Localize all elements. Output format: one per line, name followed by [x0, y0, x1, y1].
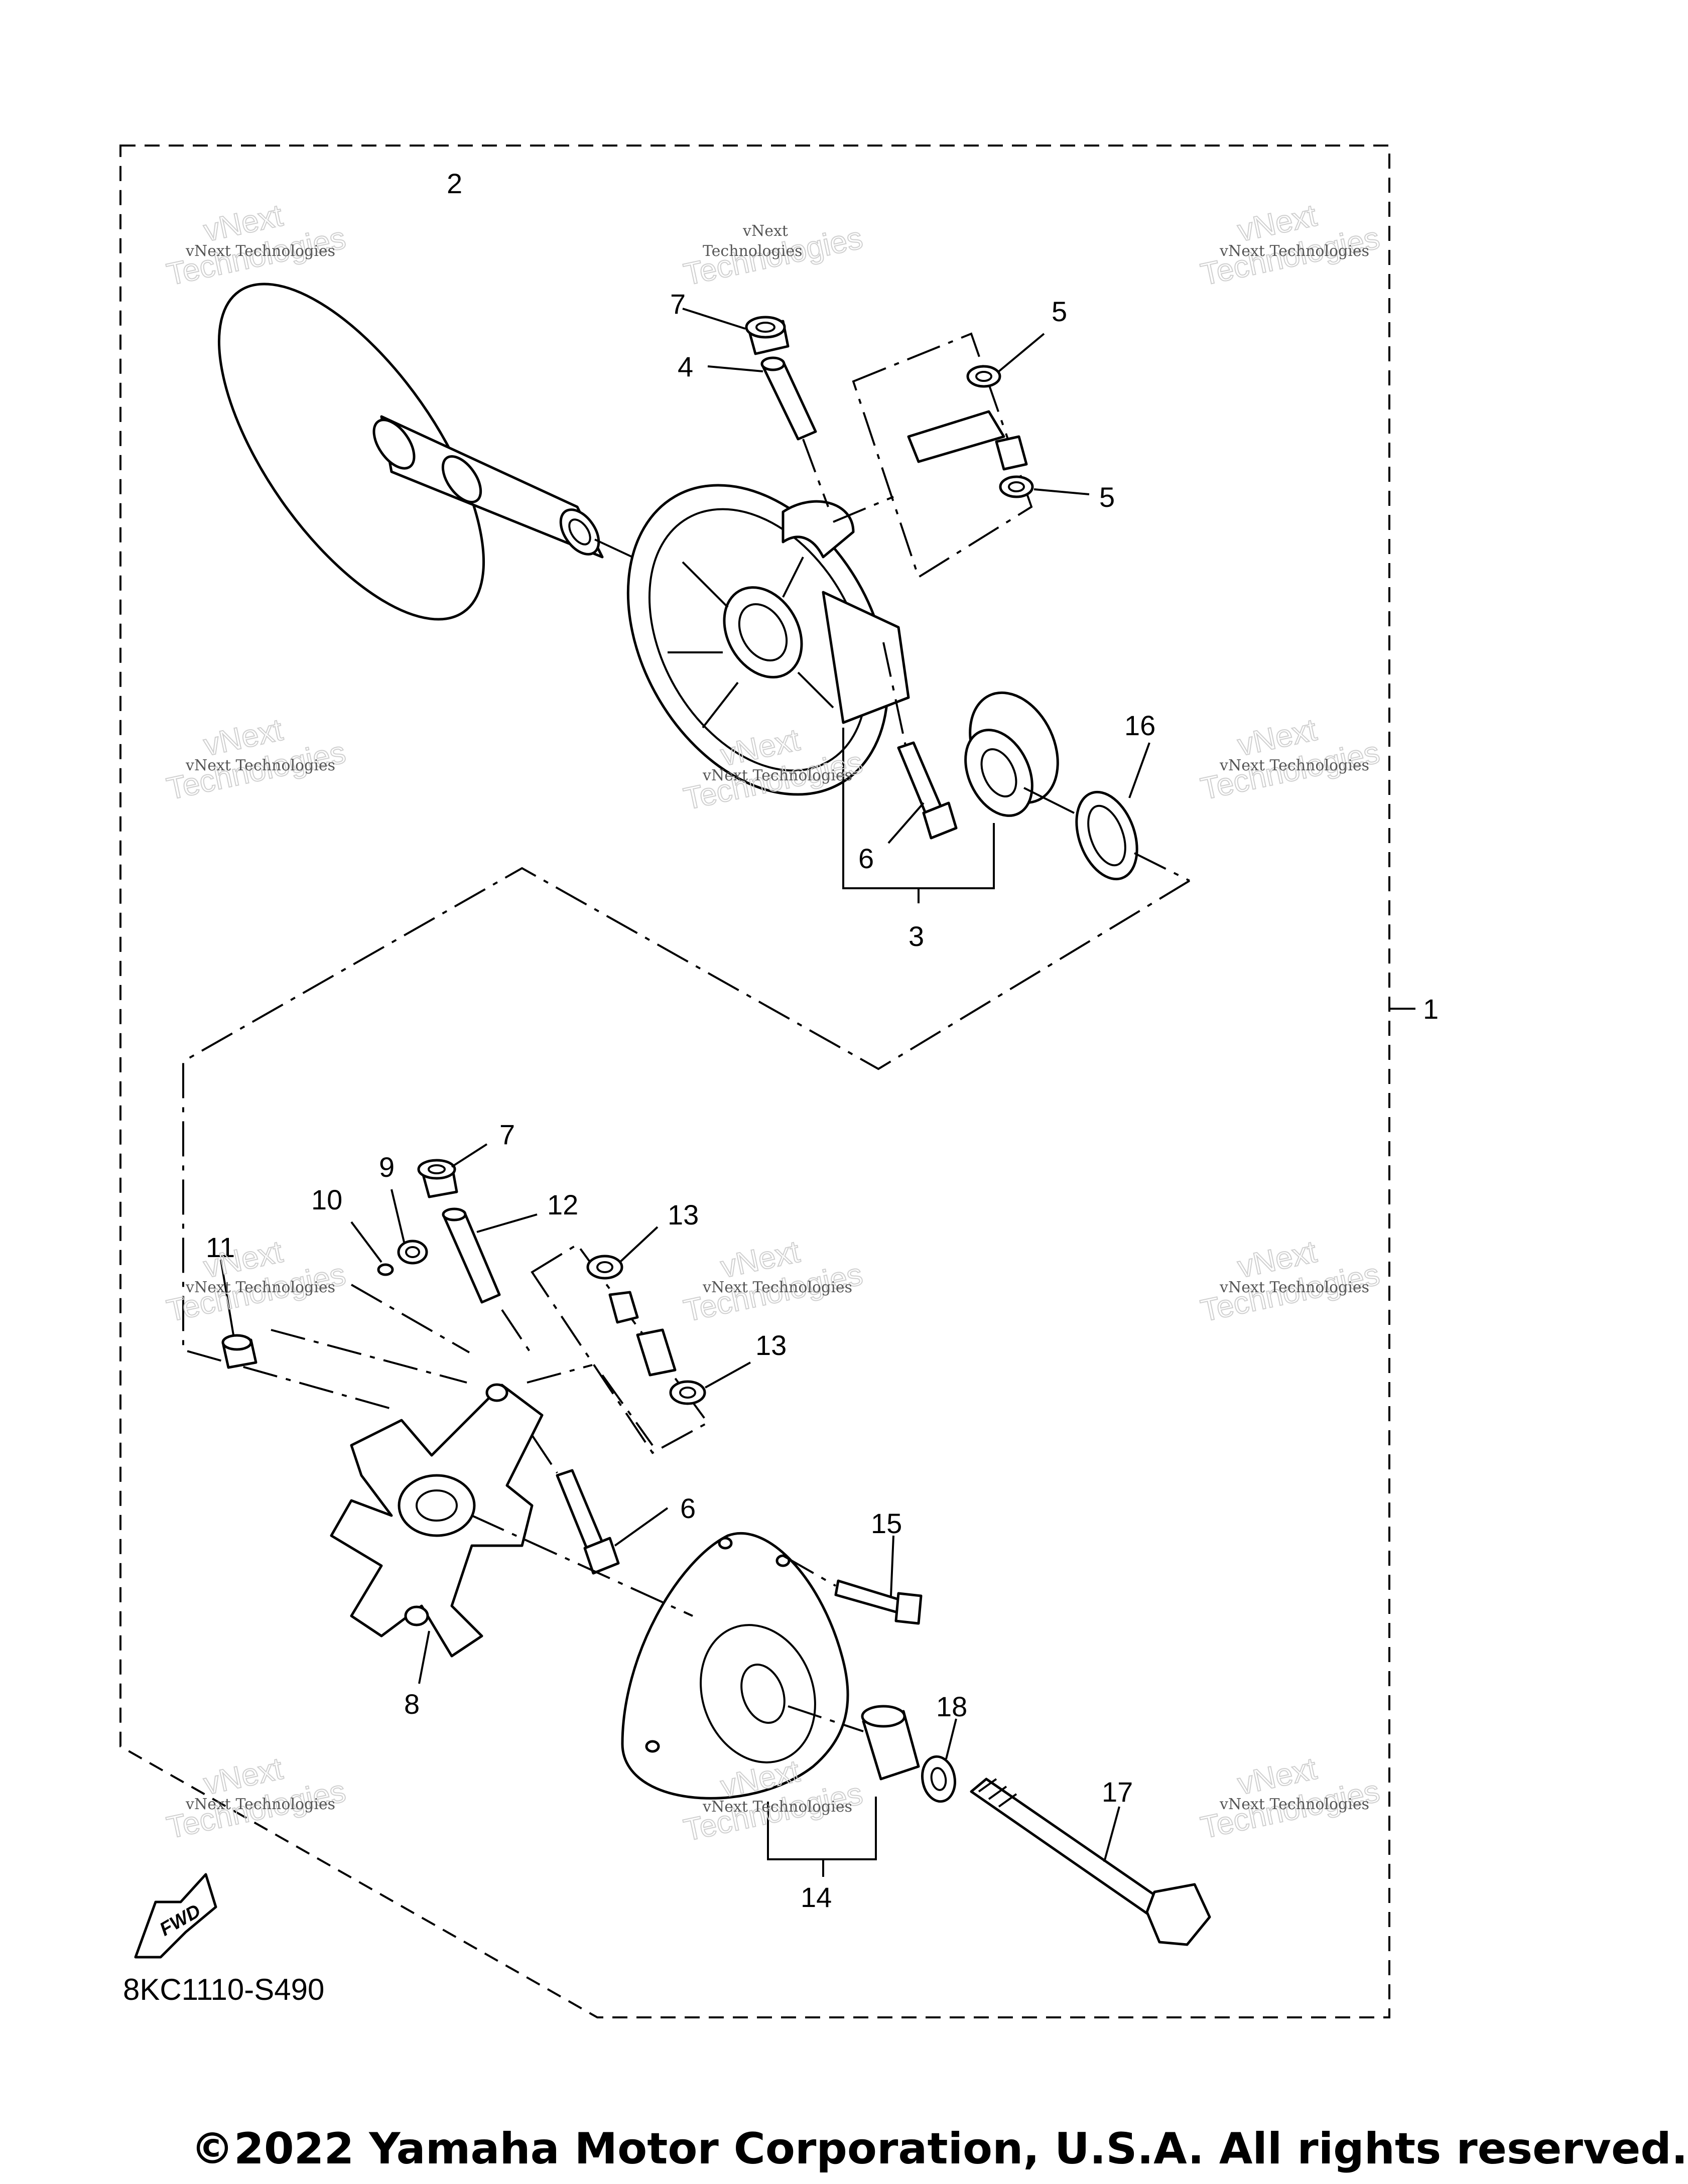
link-outline	[182, 867, 1191, 1411]
washer-part-5-lower	[999, 475, 1034, 498]
callout-16: 16	[1124, 710, 1155, 741]
exploded-parts-diagram: FWD 1 2 3 4 5 5 6 6 7 7 8 9 10 11 12 13 …	[119, 145, 1439, 2018]
callout-7-upper: 7	[670, 288, 686, 320]
callout-3: 3	[908, 920, 924, 952]
bolt-part-6-lower	[556, 1469, 620, 1575]
watermark-row-4: Technologies vNext vNext Technologies Te…	[163, 1751, 1383, 1849]
watermark-row-1: Technologies vNext vNext Technologies Te…	[163, 198, 1383, 293]
nut-part-7-lower	[417, 1159, 458, 1198]
callout-10: 10	[311, 1184, 342, 1215]
watermark-text: vNext	[742, 222, 788, 240]
copyright-notice: ©2022 Yamaha Motor Corporation, U.S.A. A…	[191, 2124, 1688, 2174]
bearing-part-3	[964, 691, 1059, 817]
bolt-part-15	[834, 1579, 923, 1625]
collar-part-9	[397, 1240, 428, 1265]
washer-part-13-lower	[669, 1380, 706, 1405]
o-ring-part-10	[377, 1263, 394, 1276]
watermark-text: vNext Technologies	[1219, 1796, 1369, 1813]
bushing-part-11	[221, 1334, 257, 1369]
parts-diagram-page: FWD 1 2 3 4 5 5 6 6 7 7 8 9 10 11 12 13 …	[119, 145, 1688, 2174]
watermark-text: vNext Technologies	[1219, 242, 1369, 260]
bolt-part-6-upper	[897, 741, 958, 840]
callout-13-lower: 13	[755, 1329, 787, 1361]
sliding-sheave-part-3	[626, 484, 910, 796]
watermark-text: vNext Technologies	[702, 1798, 852, 1816]
spider-part-8	[330, 1383, 544, 1658]
collar-part-4	[760, 356, 817, 441]
fixed-sheave-part-2	[218, 283, 604, 621]
washer-part-18	[921, 1755, 956, 1803]
watermark-text: vNext Technologies	[1219, 757, 1369, 774]
watermark-text: vNext Technologies	[1219, 1279, 1369, 1296]
callout-14: 14	[801, 1881, 832, 1913]
watermark-text: vNext Technologies	[702, 767, 852, 784]
callout-5-lower: 5	[1099, 481, 1115, 513]
nut-part-7-upper	[745, 316, 790, 355]
callout-2: 2	[447, 168, 462, 199]
collar-part-12	[442, 1207, 501, 1304]
watermark-text: Technologies	[703, 242, 803, 260]
watermark-row-2: Technologies vNext vNext Technologies Te…	[163, 712, 1383, 817]
diagram-code: 8KC1110-S490	[123, 1973, 324, 2006]
watermark-text: vNext Technologies	[185, 1796, 335, 1813]
slider-weight	[907, 410, 1005, 463]
callout-11: 11	[206, 1232, 235, 1263]
washer-part-13-upper	[586, 1255, 623, 1280]
watermark-text: vNext Technologies	[185, 757, 335, 774]
washer-part-5-upper	[966, 365, 1001, 388]
callout-15: 15	[871, 1508, 902, 1539]
callout-6-lower: 6	[680, 1492, 696, 1524]
callout-8: 8	[404, 1688, 420, 1720]
cover-plate-part-14	[621, 1532, 920, 1800]
watermark-text: vNext Technologies	[185, 242, 335, 260]
callout-9: 9	[379, 1151, 395, 1183]
group-bracket-5	[852, 332, 1033, 579]
watermark-row-3: Technologies vNext vNext Technologies Te…	[163, 1234, 1383, 1329]
callout-4: 4	[678, 351, 693, 382]
watermark-text: vNext Technologies	[702, 1279, 852, 1296]
callout-6-upper: 6	[858, 843, 874, 874]
callout-7-lower: 7	[499, 1119, 515, 1150]
callout-13-upper: 13	[668, 1199, 699, 1231]
callout-5-upper: 5	[1052, 296, 1067, 327]
group-bracket-13	[531, 1243, 709, 1454]
fwd-arrow-icon: FWD	[134, 1873, 217, 1959]
seal-part-16	[1075, 790, 1138, 881]
callout-12: 12	[547, 1189, 578, 1220]
callout-17: 17	[1102, 1776, 1133, 1808]
bolt-part-17	[970, 1778, 1211, 1946]
assembly-frame	[119, 145, 1390, 2018]
watermark-text: vNext Technologies	[185, 1279, 335, 1296]
callout-18: 18	[936, 1691, 967, 1722]
callout-1: 1	[1423, 993, 1439, 1025]
